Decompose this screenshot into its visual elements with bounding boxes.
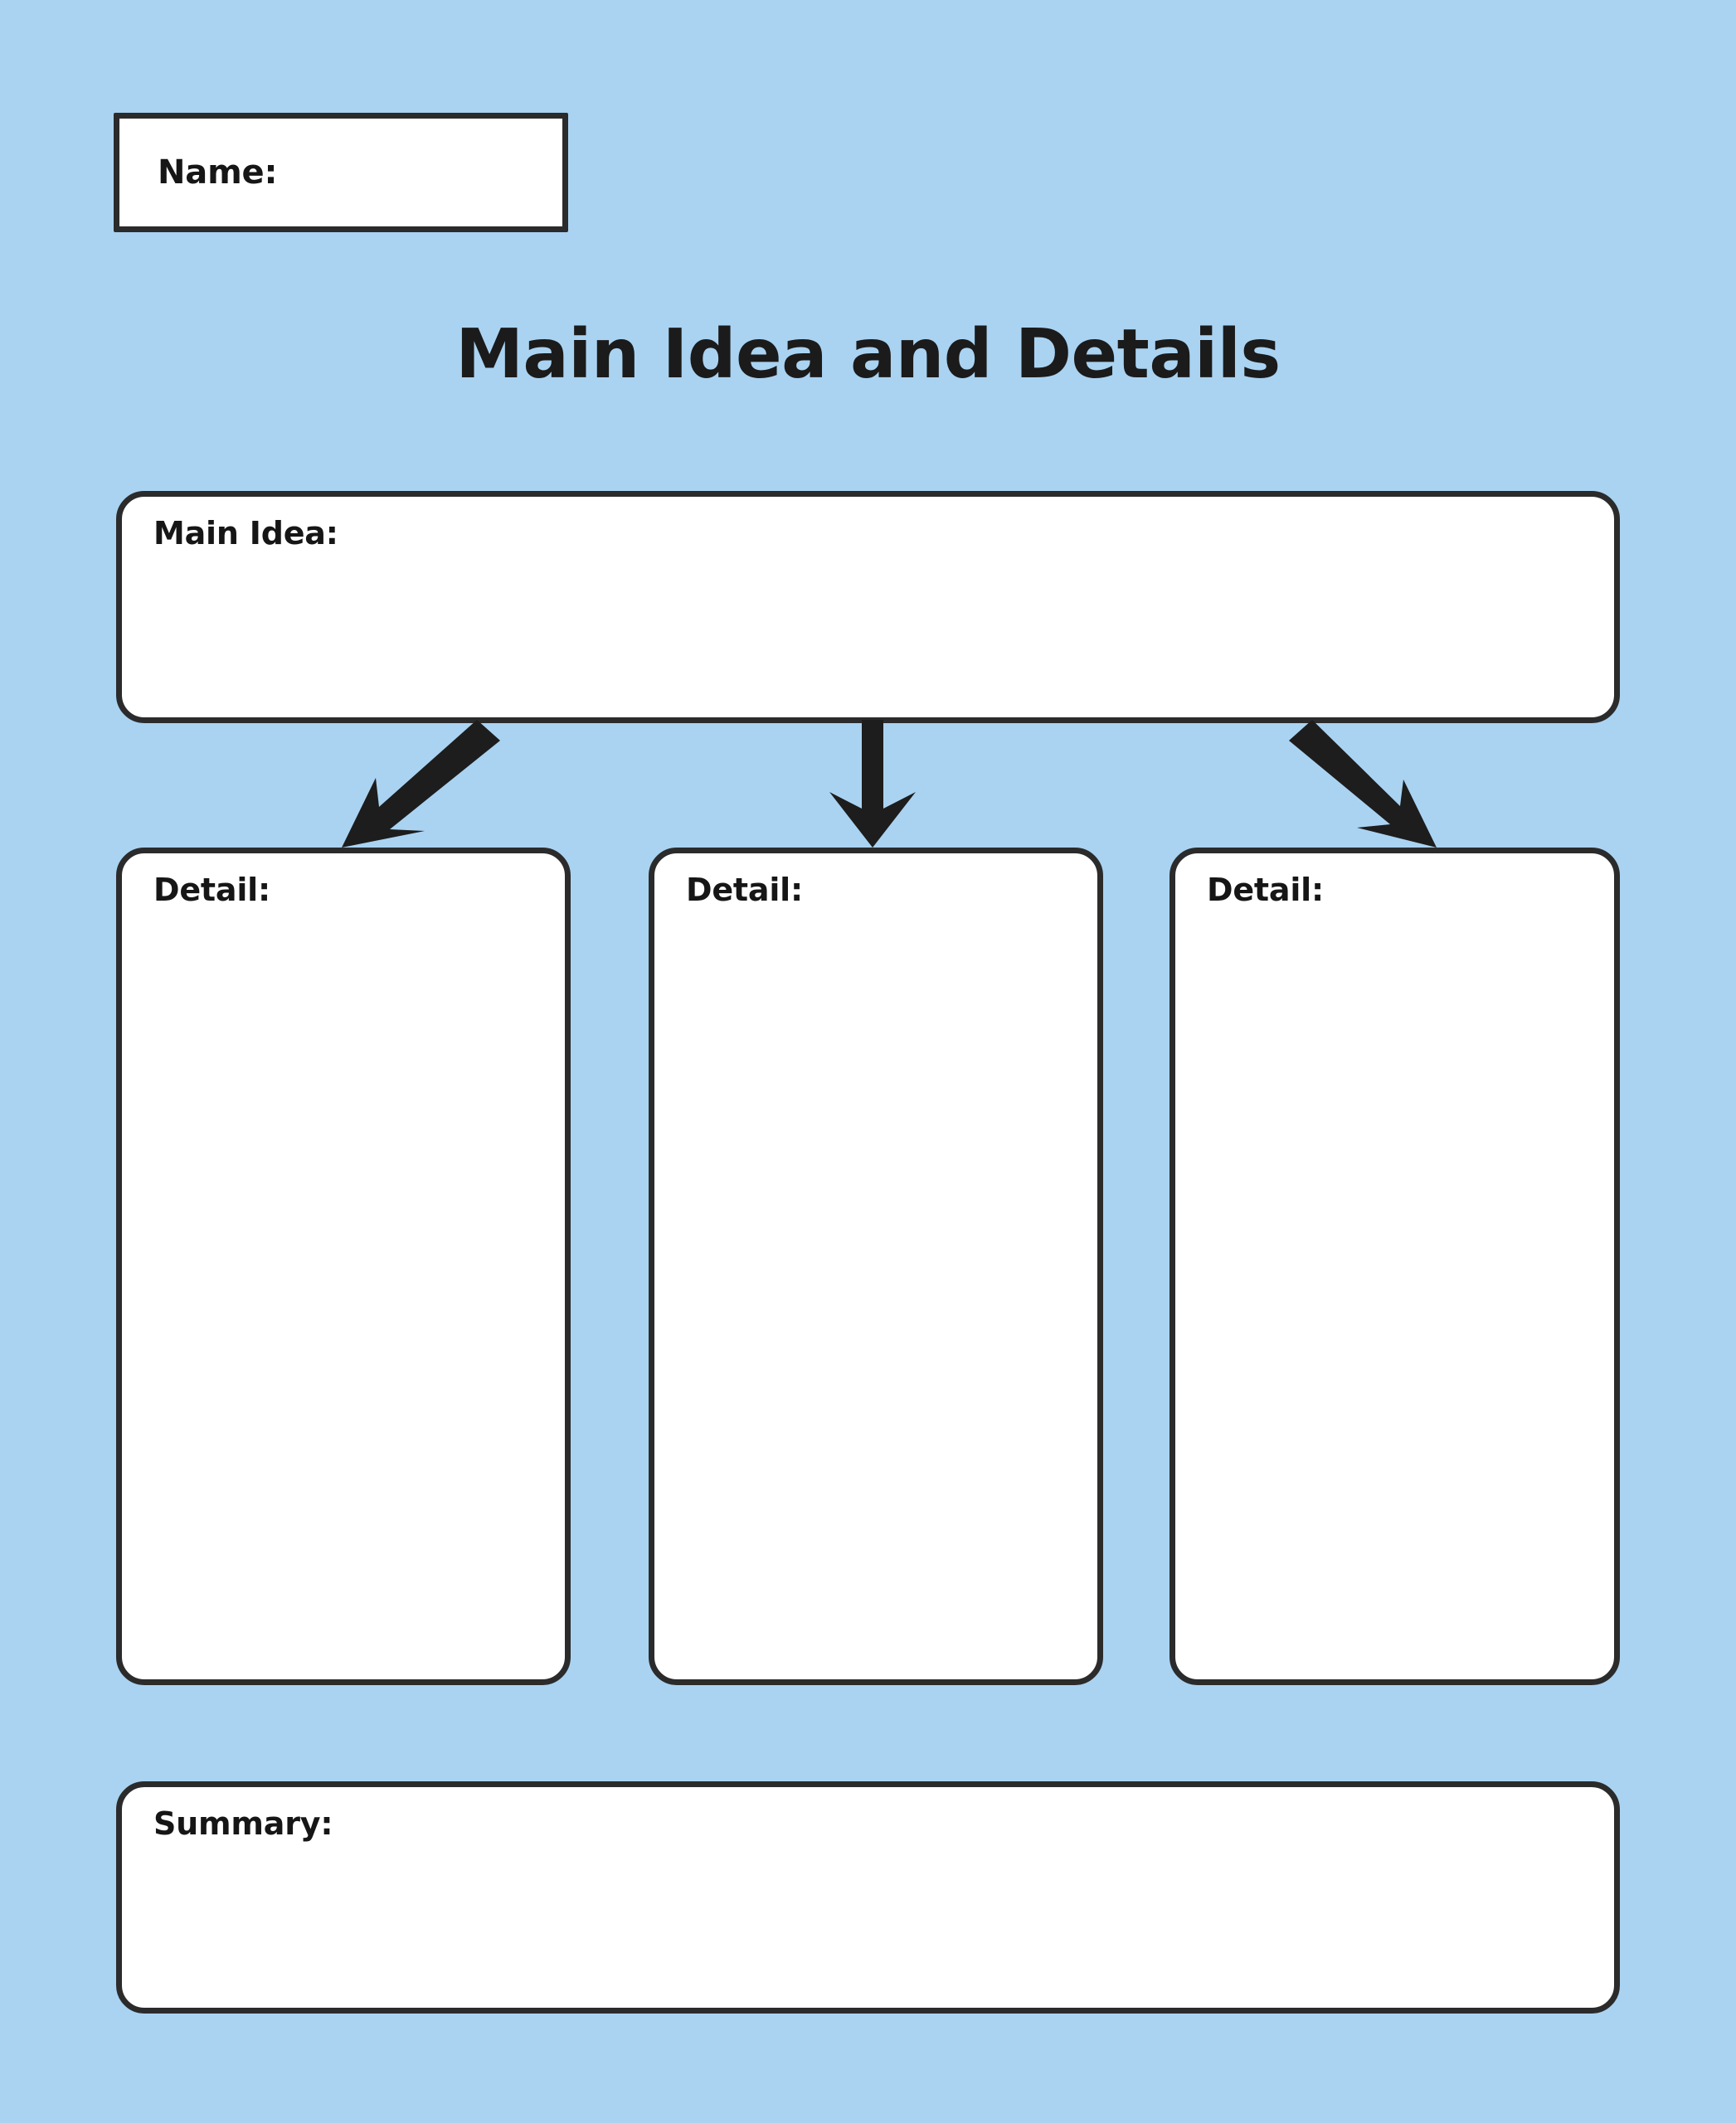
- name-field-label: Name:: [158, 153, 278, 192]
- name-field[interactable]: Name:: [114, 113, 568, 232]
- page-title: Main Idea and Details: [455, 315, 1281, 394]
- detail-field-1[interactable]: Detail:: [116, 848, 571, 1685]
- detail-field-3[interactable]: Detail:: [1169, 848, 1620, 1685]
- arrow-main-idea-to-detail-3: [1289, 720, 1437, 848]
- arrow-main-idea-to-detail-1: [342, 720, 500, 848]
- detail-label-1: Detail:: [153, 872, 270, 908]
- arrow-main-idea-to-detail-2: [829, 720, 916, 848]
- main-idea-label: Main Idea:: [153, 515, 338, 551]
- detail-label-2: Detail:: [686, 872, 803, 908]
- main-idea-field[interactable]: Main Idea:: [116, 491, 1620, 723]
- summary-field[interactable]: Summary:: [116, 1781, 1620, 2014]
- detail-field-2[interactable]: Detail:: [649, 848, 1103, 1685]
- detail-label-3: Detail:: [1207, 872, 1324, 908]
- summary-label: Summary:: [153, 1805, 333, 1842]
